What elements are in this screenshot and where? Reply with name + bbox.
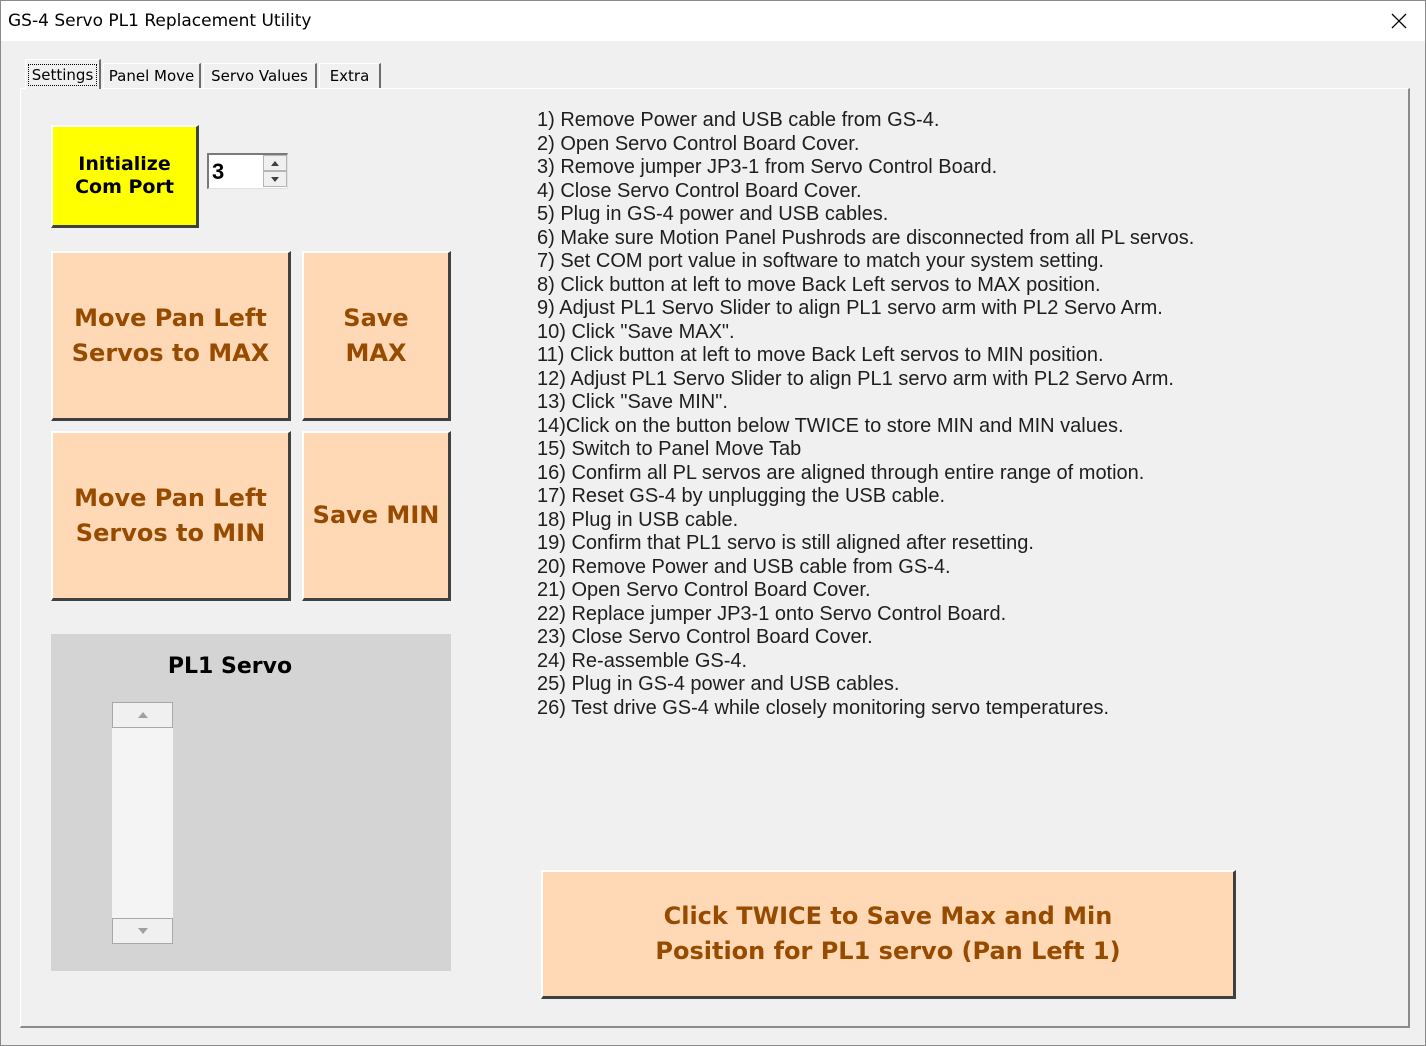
instruction-step: 16) Confirm all PL servos are aligned th… [537, 461, 1145, 484]
instruction-step: 2) Open Servo Control Board Cover. [537, 132, 860, 155]
pl1-servo-title: PL1 Servo [167, 654, 293, 679]
pl1-servo-frame: PL1 Servo [51, 634, 451, 971]
instruction-step: 6) Make sure Motion Panel Pushrods are d… [537, 226, 1195, 249]
title-bar: GS-4 Servo PL1 Replacement Utility [1, 1, 1425, 41]
arrow-up-icon [137, 712, 148, 718]
instruction-step: 19) Confirm that PL1 servo is still alig… [537, 532, 1034, 554]
spinner-up-button[interactable] [263, 155, 287, 171]
tab-servo-values-label: Servo Values [211, 67, 308, 85]
window-title: GS-4 Servo PL1 Replacement Utility [8, 11, 312, 31]
instructions-list: 1) Remove Power and USB cable from GS-4.… [537, 109, 1194, 720]
tab-extra-label: Extra [329, 67, 370, 85]
initialize-com-port-button[interactable]: Initialize Com Port [51, 125, 199, 228]
slider-up-button[interactable] [112, 702, 173, 728]
instruction-step: 21) Open Servo Control Board Cover. [537, 579, 871, 601]
tab-servo-values[interactable]: Servo Values [203, 63, 317, 88]
instruction-step: 24) Re-assemble GS-4. [537, 649, 748, 672]
instruction-step: 13) Click "Save MIN". [537, 391, 728, 413]
instruction-step: 4) Close Servo Control Board Cover. [537, 179, 862, 202]
instruction-step: 12) Adjust PL1 Servo Slider to align PL1… [537, 367, 1174, 390]
close-button[interactable] [1373, 1, 1425, 41]
com-port-value[interactable]: 3 [212, 159, 225, 184]
save-min-button[interactable]: Save MIN [302, 431, 451, 601]
instruction-step: 8) Click button at left to move Back Lef… [537, 273, 1101, 296]
caret-up-icon [271, 160, 279, 166]
instruction-step: 1) Remove Power and USB cable from GS-4. [537, 109, 940, 131]
tab-extra[interactable]: Extra [319, 63, 381, 88]
close-icon [1391, 13, 1407, 29]
instruction-step: 3) Remove jumper JP3-1 from Servo Contro… [537, 156, 998, 178]
instruction-step: 20) Remove Power and USB cable from GS-4… [537, 555, 951, 578]
instruction-step: 26) Test drive GS-4 while closely monito… [537, 696, 1110, 719]
instruction-step: 10) Click "Save MAX". [537, 320, 735, 343]
instruction-step: 7) Set COM port value in software to mat… [537, 250, 1104, 272]
instruction-step: 5) Plug in GS-4 power and USB cables. [537, 203, 889, 225]
settings-tab-panel [20, 88, 1410, 1028]
instruction-step: 11) Click button at left to move Back Le… [537, 344, 1104, 366]
instruction-step: 17) Reset GS-4 by unplugging the USB cab… [537, 485, 946, 507]
com-port-spinner[interactable]: 3 [207, 153, 288, 189]
tab-panel-move[interactable]: Panel Move [103, 63, 201, 88]
tab-panel-move-label: Panel Move [108, 67, 195, 85]
instruction-step: 18) Plug in USB cable. [537, 508, 739, 531]
caret-down-icon [271, 176, 279, 182]
arrow-down-icon [137, 928, 148, 934]
pl1-servo-slider[interactable] [112, 702, 173, 944]
save-max-button[interactable]: Save MAX [302, 251, 451, 421]
save-max-min-button[interactable]: Click TWICE to Save Max and Min Position… [541, 870, 1236, 999]
slider-down-button[interactable] [112, 918, 173, 944]
instruction-step: 14)Click on the button below TWICE to st… [537, 414, 1124, 437]
instruction-step: 9) Adjust PL1 Servo Slider to align PL1 … [537, 297, 1163, 319]
tab-settings-label: Settings [27, 63, 98, 86]
spinner-down-button[interactable] [263, 171, 287, 187]
instruction-step: 23) Close Servo Control Board Cover. [537, 626, 873, 648]
instruction-step: 15) Switch to Panel Move Tab [537, 438, 802, 460]
move-servos-to-max-button[interactable]: Move Pan Left Servos to MAX [51, 251, 291, 421]
tab-settings[interactable]: Settings [25, 59, 101, 89]
instruction-step: 25) Plug in GS-4 power and USB cables. [537, 673, 900, 695]
instruction-step: 22) Replace jumper JP3-1 onto Servo Cont… [537, 602, 1007, 625]
move-servos-to-min-button[interactable]: Move Pan Left Servos to MIN [51, 431, 291, 601]
